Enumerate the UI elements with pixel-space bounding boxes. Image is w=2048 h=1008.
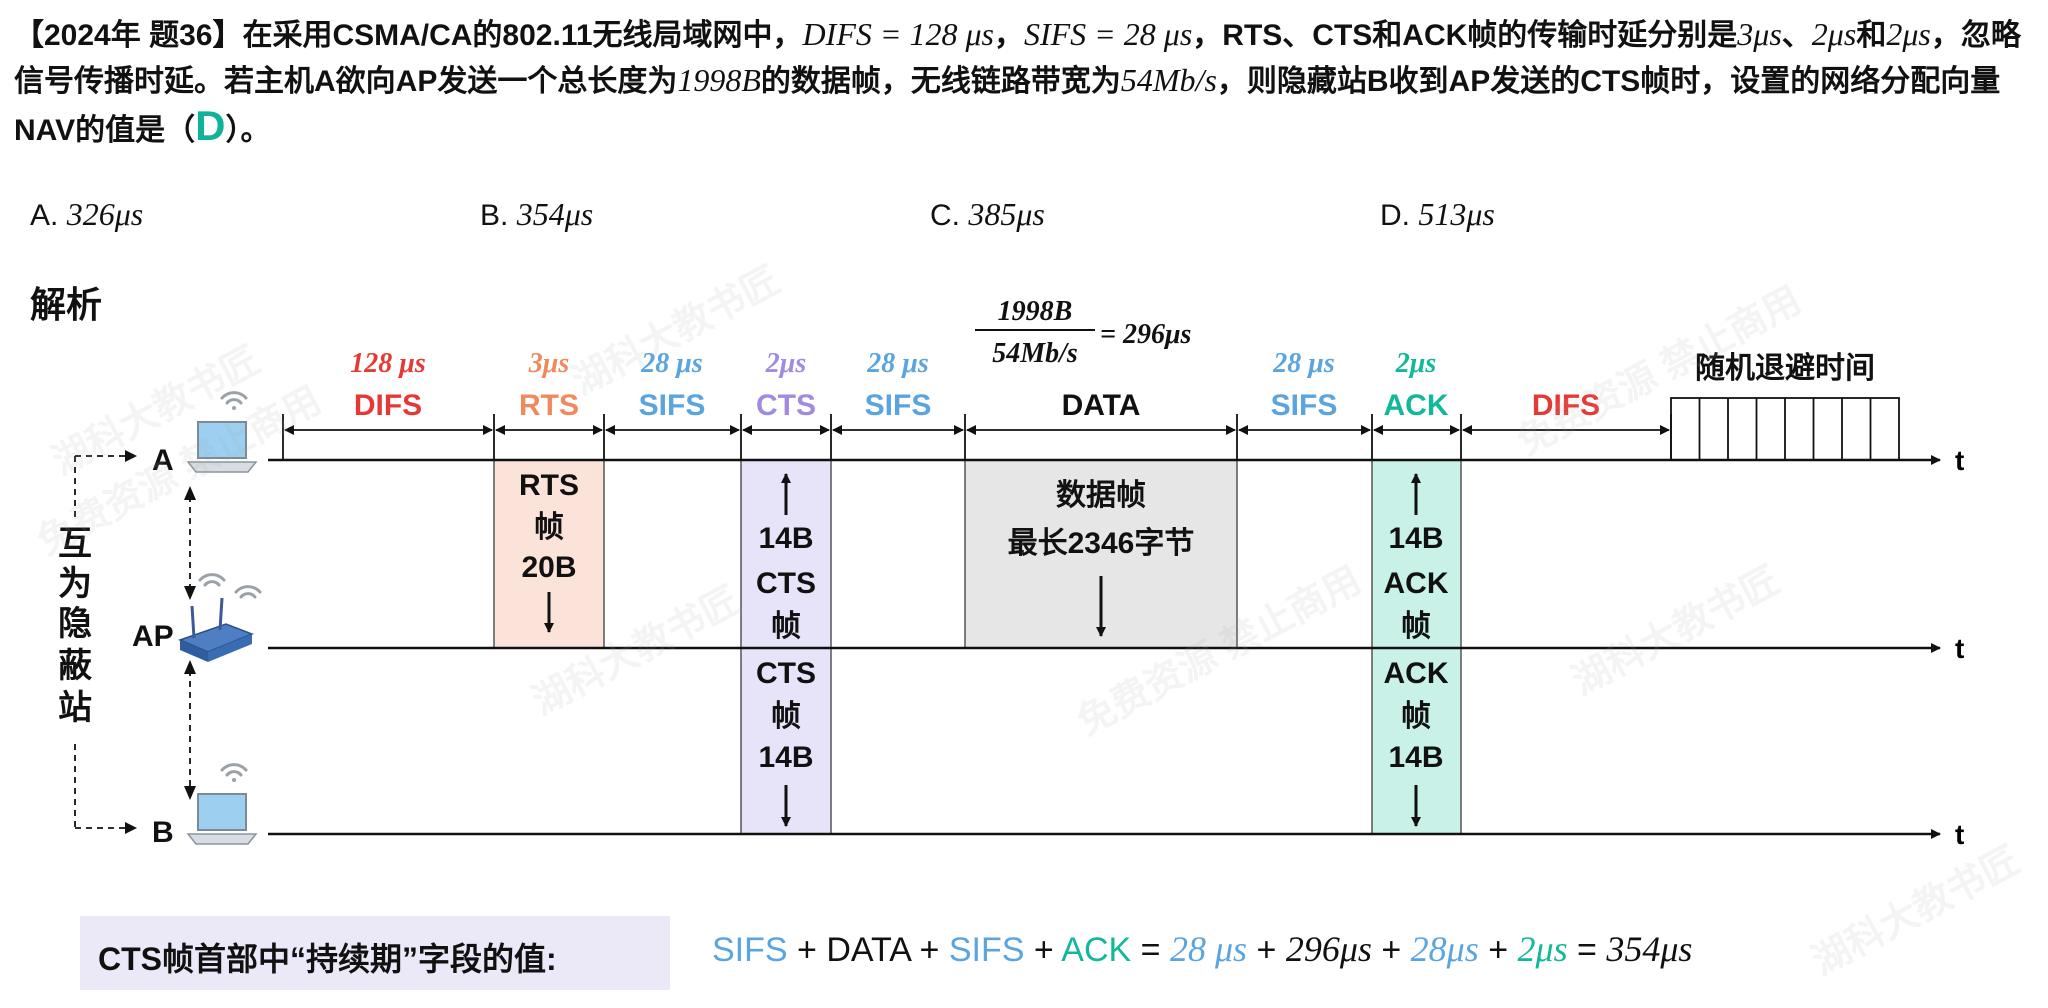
hidden-char-5: 站 [58,689,92,727]
difs2-label: DIFS [1532,389,1600,422]
ack-top-line1: 14B [1388,522,1443,555]
wifi-icon [234,585,262,599]
answer-letter: D [195,102,226,149]
frame-direction-arrows [544,473,1421,827]
wifi-icon [220,391,248,410]
option-d: D. 513μs [1380,196,1495,232]
hidden-char-4: 蔽 [58,647,93,685]
hidden-char-1: 互 [58,525,92,563]
laptop-icon [186,421,258,473]
laptop-icon [186,793,258,845]
option-a: A. 326μs [30,196,144,232]
cts-bottom-line1: CTS [756,657,816,690]
svg-text:54Mb/s: 54Mb/s [992,338,1078,369]
bracket-arrowhead-a [125,450,137,462]
ack-label: ACK [1384,389,1449,422]
rts-duration: 3μs [528,348,570,379]
backoff-label: 随机退避时间 [1695,352,1875,385]
cts-bottom-line2: 帧 [771,700,801,733]
cts-top-line1: 14B [758,522,813,555]
svg-text:1998B: 1998B [998,296,1073,327]
sifs3-label: SIFS [1271,389,1338,422]
interval-ticks [282,414,1672,460]
option-c: C. 385μs [930,196,1045,232]
bracket-arrowhead-b [125,822,137,834]
sifs3-duration: 28 μs [1272,348,1335,379]
cts-duration: 2μs [765,348,807,379]
axis-b-t: t [1955,819,1964,850]
wifi-icon [220,763,248,782]
router-icon [177,597,255,662]
ack-top-line2: ACK [1384,567,1449,600]
cts-label: CTS [756,389,816,422]
option-b: B. 354μs [480,196,594,232]
data-formula: 1998B 54Mb/s = 296μs [975,296,1192,369]
section-title: 解析 [30,284,103,325]
cts-top-line2: CTS [756,567,816,600]
svg-text:= 296μs: = 296μs [1100,319,1192,350]
formula-label-box: CTS帧首部中“持续期”字段的值: [80,916,670,990]
difs-duration: 128 μs [350,348,426,379]
station-a-label: A [152,444,174,477]
difs-label: DIFS [354,389,422,422]
ack-top-line3: 帧 [1401,610,1431,643]
ack-bottom-line3: 14B [1388,741,1443,774]
link-arrowheads [184,486,196,800]
axis-a-t: t [1955,445,1964,476]
sifs2-label: SIFS [865,389,932,422]
hidden-char-3: 隐 [58,605,92,643]
ack-bottom-line1: ACK [1384,657,1449,690]
rts-box-line1: RTS [519,469,579,502]
question-text: 【2024年 题36】在采用CSMA/CA的802.11无线局域网中，DIFS … [14,16,2021,149]
hidden-char-2: 为 [58,565,92,603]
sifs1-duration: 28 μs [640,348,703,379]
nav-formula: CTS帧首部中“持续期”字段的值: SIFS + DATA + SIFS + A… [80,916,2000,990]
cts-top-line3: 帧 [771,610,801,643]
data-label: DATA [1062,389,1141,422]
ack-duration: 2μs [1395,348,1437,379]
station-b-label: B [152,816,174,849]
axis-ap-t: t [1955,633,1964,664]
data-box-line2: 最长2346字节 [1008,526,1195,560]
sifs2-duration: 28 μs [866,348,929,379]
station-ap-label: AP [132,620,174,653]
ack-bottom-line2: 帧 [1401,700,1431,733]
formula-expression: SIFS + DATA + SIFS + ACK = 28 μs + 296μs… [712,929,1693,969]
rts-box-line3: 20B [521,551,576,584]
cts-bottom-line3: 14B [758,741,813,774]
hidden-bracket [74,455,125,829]
rts-box-line2: 帧 [534,511,564,544]
backoff-slots [1670,397,1900,461]
data-box-line1: 数据帧 [1056,479,1146,512]
rts-label: RTS [519,389,579,422]
wifi-icon [198,573,226,587]
sifs1-label: SIFS [639,389,706,422]
formula-label: CTS帧首部中“持续期”字段的值: [98,941,557,977]
